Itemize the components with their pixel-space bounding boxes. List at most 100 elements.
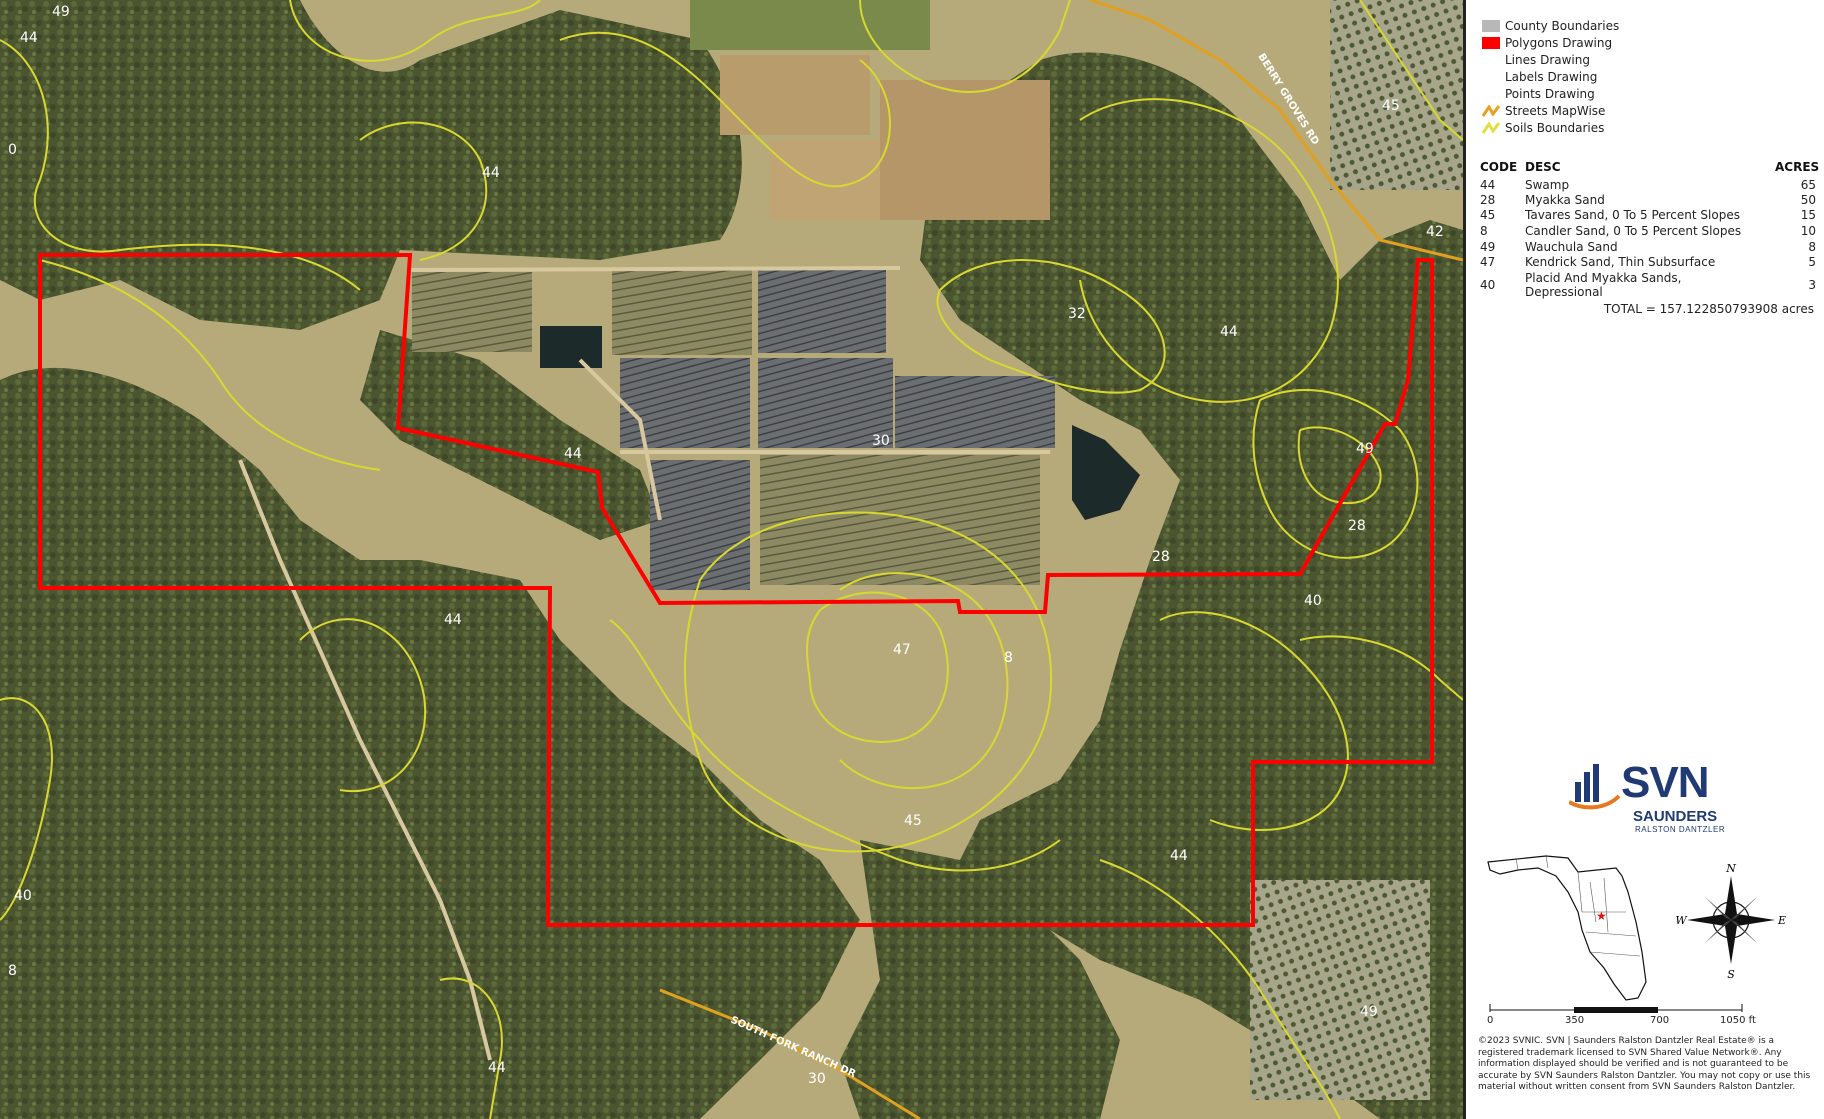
header-code: CODE [1480, 160, 1518, 174]
soil-line-icon [1482, 122, 1500, 134]
streets [659, 0, 1463, 1119]
legend-label: County Boundaries [1505, 19, 1620, 33]
soil-acres: 65 [1800, 178, 1816, 192]
legend-item-streets: Streets MapWise [1482, 103, 1605, 119]
legend-item-polygons: Polygons Drawing [1482, 35, 1612, 51]
soil-label: 8 [1004, 650, 1013, 666]
table-row: 8 Candler Sand, 0 To 5 Percent Slopes 10 [1480, 224, 1816, 238]
table-row: 45 Tavares Sand, 0 To 5 Percent Slopes 1… [1480, 208, 1816, 222]
soil-label: 44 [1170, 848, 1188, 864]
scale-tick-label: 0 [1487, 1015, 1494, 1026]
soil-code: 47 [1480, 255, 1496, 269]
soil-label: 44 [1220, 324, 1238, 340]
total-acres: TOTAL = 157.122850793908 acres [1603, 302, 1814, 316]
soil-label: 40 [14, 888, 32, 904]
legend-item-county: County Boundaries [1482, 18, 1619, 34]
table-row: 47 Kendrick Sand, Thin Subsurface 5 [1480, 255, 1816, 269]
scale-tick-label: 1050 ft [1720, 1015, 1756, 1026]
compass-rose-icon: N S E W [1676, 862, 1786, 980]
soil-desc: Kendrick Sand, Thin Subsurface [1525, 255, 1716, 269]
soil-code: 45 [1480, 208, 1496, 222]
soils-table-header: CODE DESC ACRES [1480, 160, 1820, 174]
soil-acres: 15 [1800, 208, 1816, 222]
soil-desc: Myakka Sand [1525, 193, 1605, 207]
soil-label: 45 [1382, 98, 1400, 114]
soil-label: 49 [1356, 441, 1374, 457]
soil-label: 44 [20, 30, 38, 46]
table-row: 40 Placid And Myakka Sands, Depressional… [1480, 271, 1816, 299]
dirt-roads [238, 266, 1050, 1061]
soil-label: 30 [808, 1071, 826, 1087]
soil-label: 0 [8, 142, 17, 158]
soil-label: 44 [564, 446, 582, 462]
logo-line2: RALSTON DANTZLER [1635, 825, 1726, 834]
header-acres: ACRES [1775, 160, 1820, 174]
soil-acres: 3 [1808, 278, 1816, 292]
soil-acres: 50 [1800, 193, 1816, 207]
svn-logo: SVN SAUNDERS RALSTON DANTZLER [1569, 758, 1729, 838]
soil-code: 8 [1480, 224, 1488, 238]
scale-tick-label: 700 [1650, 1015, 1670, 1026]
soil-code-labels: 49 44 0 44 45 42 32 44 44 30 49 28 28 40… [8, 4, 1444, 1087]
forest-areas [0, 0, 1463, 1119]
soil-code: 28 [1480, 193, 1496, 207]
compass-e: E [1777, 914, 1786, 927]
soil-label: 44 [444, 612, 462, 628]
legend-label: Streets MapWise [1505, 104, 1606, 118]
soil-label: 8 [8, 963, 17, 979]
legend-item-lines: Lines Drawing [1482, 52, 1590, 68]
soil-desc: Tavares Sand, 0 To 5 Percent Slopes [1525, 208, 1740, 222]
table-row: 28 Myakka Sand 50 [1480, 193, 1816, 207]
red-swatch-icon [1482, 37, 1500, 49]
table-row: 44 Swamp 65 [1480, 178, 1816, 192]
empty-swatch [1482, 54, 1500, 66]
legend-panel: County Boundaries Polygons Drawing Lines… [1463, 0, 1824, 1119]
soil-desc: Wauchula Sand [1525, 240, 1618, 254]
compass-n: N [1725, 862, 1736, 875]
soil-label: 28 [1348, 518, 1366, 534]
map-canvas: 49 44 0 44 45 42 32 44 44 30 49 28 28 40… [0, 0, 1463, 1119]
compass-w: W [1676, 914, 1688, 927]
legend-item-labels: Labels Drawing [1482, 69, 1597, 85]
street-line-icon [1482, 105, 1500, 117]
copyright-notice: ©2023 SVNIC. SVN | Saunders Ralston Dant… [1478, 1036, 1811, 1092]
soil-desc: Placid And Myakka Sands, Depressional [1525, 271, 1682, 299]
logo-brand: SVN [1621, 758, 1709, 807]
aerial-map[interactable]: 49 44 0 44 45 42 32 44 44 30 49 28 28 40… [0, 0, 1463, 1119]
scale-bar [1489, 1004, 1743, 1013]
legend-label: Labels Drawing [1505, 70, 1598, 84]
empty-swatch [1482, 88, 1500, 100]
soil-code: 40 [1480, 278, 1496, 292]
soil-desc: Swamp [1525, 178, 1570, 192]
soil-label: 44 [488, 1060, 506, 1076]
parcel-boundary [38, 253, 1434, 927]
compass-s: S [1727, 968, 1735, 980]
table-row: 49 Wauchula Sand 8 [1480, 240, 1816, 254]
soil-label: 28 [1152, 549, 1170, 565]
soil-label: 49 [52, 4, 70, 20]
florida-locator-map: ★ [1487, 855, 1647, 1001]
soil-desc: Candler Sand, 0 To 5 Percent Slopes [1525, 224, 1742, 238]
soil-label: 45 [904, 813, 922, 829]
legend-label: Lines Drawing [1505, 53, 1590, 67]
empty-swatch [1482, 71, 1500, 83]
legend-label: Polygons Drawing [1505, 36, 1613, 50]
legend-label: Soils Boundaries [1505, 121, 1605, 135]
ponds [540, 326, 1140, 520]
soil-label: 40 [1304, 593, 1322, 609]
soil-code: 44 [1480, 178, 1496, 192]
header-desc: DESC [1525, 160, 1561, 174]
soil-label: 47 [893, 642, 911, 658]
soil-label: 30 [872, 433, 890, 449]
soil-acres: 10 [1800, 224, 1816, 238]
logo-line1: SAUNDERS [1633, 808, 1718, 825]
hay-fields [690, 0, 1050, 220]
svn-bars-icon [1569, 764, 1621, 810]
legend-item-soils: Soils Boundaries [1482, 120, 1604, 136]
soil-label: 44 [482, 165, 500, 181]
legend-label: Points Drawing [1505, 87, 1595, 101]
gray-swatch-icon [1482, 20, 1500, 32]
soil-acres: 5 [1808, 255, 1816, 269]
soil-label: 49 [1360, 1004, 1378, 1020]
subject-location-star-icon: ★ [1596, 909, 1607, 923]
